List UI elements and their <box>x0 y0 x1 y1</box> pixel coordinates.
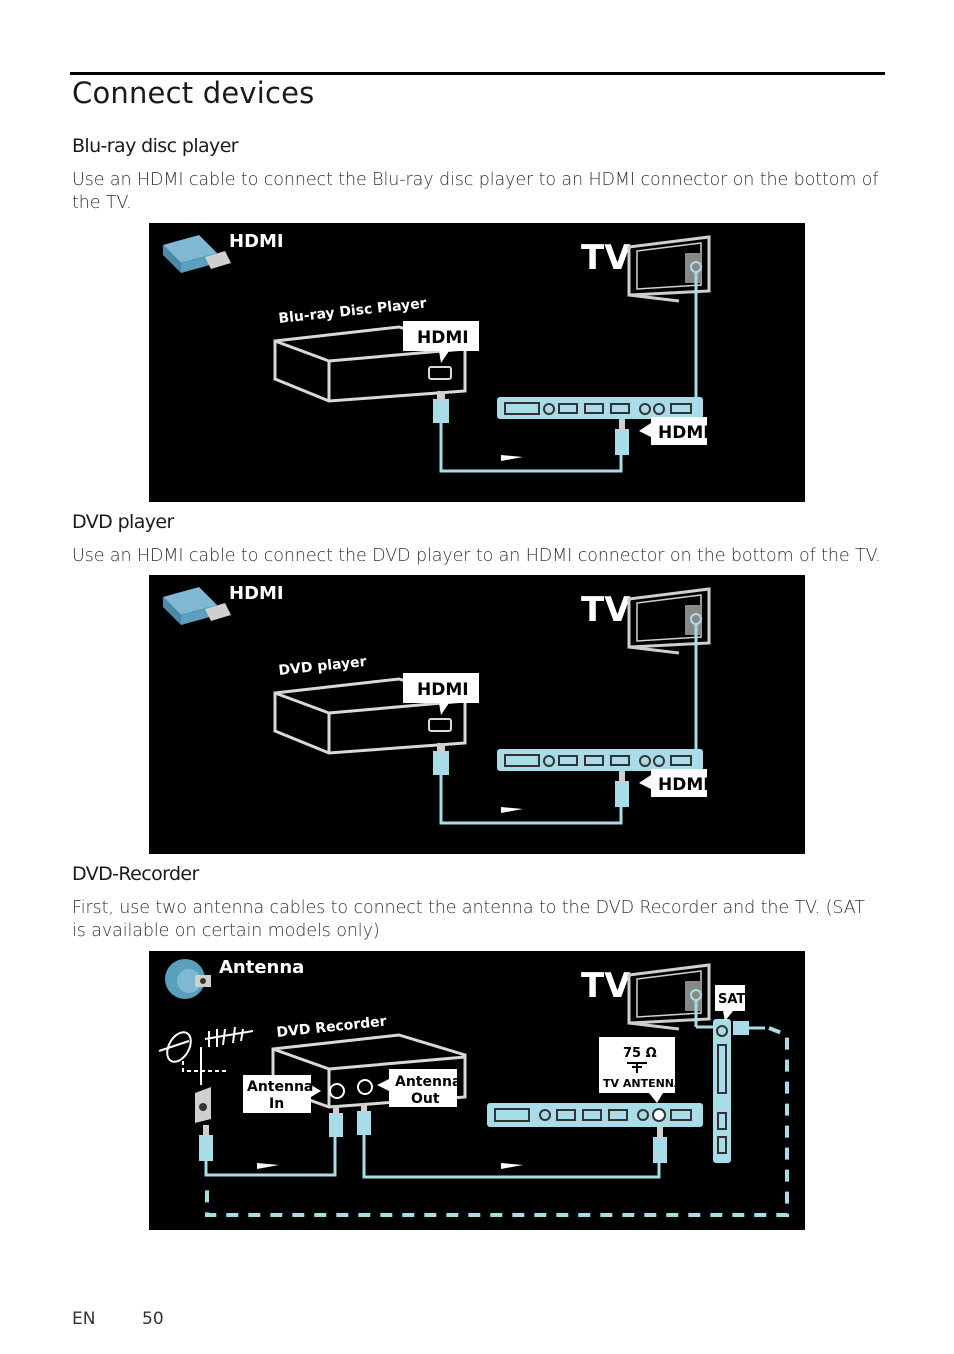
title-rule <box>70 72 885 75</box>
antenna-in-label-line2: In <box>269 1096 284 1112</box>
tv-antenna-label: TV ANTENNA <box>603 1077 683 1090</box>
tv-label: TV <box>581 238 631 278</box>
tv-connector-strip <box>497 749 703 771</box>
satellite-dish-icon <box>158 1031 229 1072</box>
antenna-out-port-icon <box>357 1079 373 1095</box>
antenna-plug-icon <box>165 959 211 999</box>
device-port-label: HDMI <box>417 328 469 348</box>
antenna-symbol-icon <box>627 1062 647 1073</box>
diagram-header: HDMI <box>229 231 284 252</box>
tv-side-connector-strip <box>713 1019 731 1163</box>
tv-port-label: HDMI <box>658 423 710 443</box>
sat-label: SAT <box>718 992 745 1007</box>
tv-connector-strip <box>497 397 703 419</box>
page-title: Connect devices <box>72 76 315 110</box>
antenna-out-label-line2: Out <box>411 1091 440 1107</box>
diagram-header: HDMI <box>229 583 284 604</box>
hdmi-plug-icon <box>163 587 231 625</box>
section-body-dvd: Use an HDMI cable to connect the DVD pla… <box>72 546 881 566</box>
section-body-dvd-recorder: First, use two antenna cables to connect… <box>72 898 865 941</box>
hdmi-plug-icon <box>163 235 231 273</box>
hdmi-port-icon <box>428 366 452 380</box>
tv-port-label: HDMI <box>658 775 710 795</box>
sat-connector-icon <box>733 1021 749 1035</box>
device-label: DVD player <box>278 654 368 679</box>
ohm-label: 75 Ω <box>623 1046 657 1061</box>
footer-page-number: 50 <box>142 1309 164 1329</box>
section-body-bluray: Use an HDMI cable to connect the Blu-ray… <box>72 170 879 213</box>
tv-label: TV <box>581 590 631 630</box>
hdmi-connector-icon <box>433 399 449 423</box>
hdmi-connector-icon <box>433 751 449 775</box>
tv-connector-strip <box>487 1103 703 1127</box>
diagram-header: Antenna <box>219 957 304 978</box>
wall-socket-icon <box>195 1087 211 1123</box>
diagram-bluray: HDMI TV Blu-ray Disc Player HDMI <box>149 223 805 502</box>
section-title-dvd: DVD player <box>72 511 174 533</box>
hdmi-port-icon <box>428 718 452 732</box>
antenna-connector-icon <box>199 1135 213 1161</box>
diagram-dvd: HDMI TV DVD player HDMI <box>149 575 805 854</box>
antenna-out-label-line1: Antenna <box>395 1074 461 1090</box>
tv-label: TV <box>581 966 631 1006</box>
device-port-label: HDMI <box>417 680 469 700</box>
antenna-in-port-icon <box>329 1083 345 1099</box>
section-title-dvd-recorder: DVD-Recorder <box>72 863 199 885</box>
antenna-icon <box>200 1026 254 1085</box>
antenna-in-label-line1: Antenna <box>247 1079 313 1095</box>
diagram-dvd-recorder: Antenna TV SAT <box>149 951 805 1230</box>
footer-language: EN <box>72 1309 96 1329</box>
section-title-bluray: Blu-ray disc player <box>72 135 239 157</box>
